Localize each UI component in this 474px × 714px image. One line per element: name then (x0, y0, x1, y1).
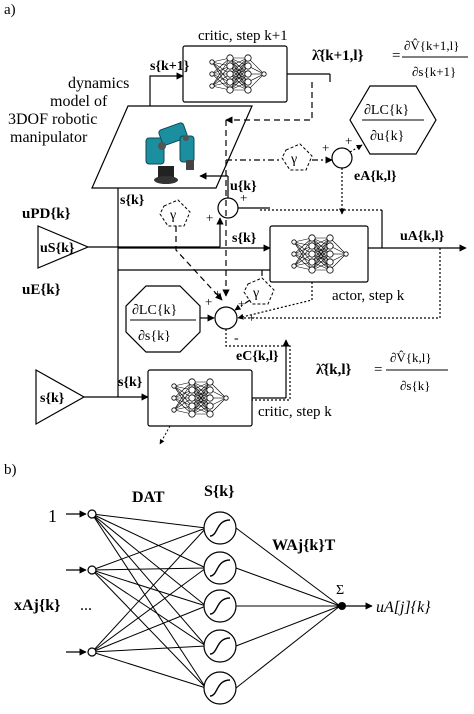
svg-text:=: = (374, 362, 382, 378)
lambda-top-den: ∂s{k+1} (412, 64, 456, 79)
sigmoid-node (203, 511, 237, 545)
s-k-label-1: s{k} (120, 193, 145, 208)
weights-out-label: WAj{k}T (272, 537, 336, 554)
svg-text:+: + (205, 294, 212, 309)
svg-text:γ: γ (290, 152, 297, 167)
sum-eC (214, 306, 238, 330)
s-k-label-3: s{k} (118, 375, 143, 390)
critic-top-block: critic, step k+1 (182, 28, 288, 103)
sigmoid-node (203, 629, 237, 663)
dL-du-num: ∂LC{k} (364, 103, 409, 118)
dL-du-den: ∂u{k} (370, 129, 404, 144)
s-k-triangle: s{k} (35, 368, 86, 426)
critic-top-title: critic, step k+1 (198, 28, 288, 44)
s-k-label-2: s{k} (232, 231, 257, 246)
input-vector-label: xAj{k} (14, 597, 60, 614)
sum-symbol: Σ (336, 583, 344, 598)
sigmoid-node (203, 551, 237, 585)
svg-text:γ: γ (252, 286, 259, 301)
svg-text:+: + (206, 210, 213, 225)
sigmoid-node (203, 589, 237, 623)
hidden-layer-label: S{k} (204, 483, 234, 500)
dynamics-line2: model of (50, 93, 108, 110)
svg-text:+: + (345, 133, 352, 148)
neural-network-detail (66, 509, 373, 705)
u-A-label: uA{k,l} (400, 229, 445, 244)
critic-bottom-block: critic, step k (147, 369, 332, 427)
input-node (87, 647, 97, 657)
dL-du-hexagon: ∂LC{k} ∂u{k} (349, 85, 437, 155)
input-node (87, 565, 97, 575)
sum-eA (331, 147, 353, 169)
lambda-bottom-den: ∂s{k} (400, 378, 430, 393)
sum-u (217, 197, 239, 219)
lambda-bottom-lhs: λ̂{k,l} (316, 362, 352, 378)
ellipsis-label: ... (80, 597, 92, 614)
svg-text:+: + (238, 296, 245, 311)
dL-ds-den: ∂s{k} (138, 329, 171, 344)
eC-label: eC{k,l} (236, 349, 279, 364)
gamma-left: γ (159, 199, 191, 227)
dL-ds-num: ∂LC{k} (132, 303, 177, 318)
lambda-top-num: ∂V̂{k+1,l} (404, 38, 460, 53)
svg-text:=: = (392, 48, 400, 64)
critic-bottom-title: critic, step k (258, 404, 332, 420)
input-node (87, 509, 97, 519)
svg-text:+: + (322, 140, 329, 155)
weights-in-label: DAT (132, 489, 165, 506)
part-a-label: a) (4, 2, 16, 18)
s-k-input-label: s{k} (40, 391, 65, 406)
output-sum-node (338, 602, 346, 610)
lambda-bottom-formula: λ̂{k,l} = ∂V̂{k,l} ∂s{k} (316, 350, 448, 393)
svg-text:+: + (214, 286, 221, 301)
u-S-label: uS{k} (40, 241, 75, 256)
bias-input-label: 1 (48, 506, 57, 526)
gamma-top: γ (281, 143, 313, 171)
sigmoid-node (203, 671, 237, 705)
robot-manipulator-icon (145, 122, 195, 184)
actor-title: actor, step k (332, 288, 405, 304)
dynamics-line1: dynamics (68, 75, 129, 92)
actor-block: actor, step k (269, 225, 405, 304)
dynamics-line3: 3DOF robotic (8, 111, 97, 128)
dL-ds-octagon: ∂LC{k} ∂s{k} (125, 285, 201, 353)
part-b-label: b) (4, 462, 17, 478)
u-PD-label: uPD{k} (22, 206, 71, 222)
svg-text:γ: γ (169, 208, 176, 223)
dynamics-line4: manipulator (10, 129, 88, 146)
dynamics-model-block: dynamics model of 3DOF robotic manipulat… (8, 75, 253, 189)
svg-text:+: + (240, 190, 247, 205)
u-k-label: u{k} (230, 179, 257, 194)
svg-text:-: - (234, 331, 239, 346)
gamma-right: γ (243, 277, 275, 305)
output-label: uA[j]{k} (376, 599, 431, 616)
lambda-bottom-num: ∂V̂{k,l} (390, 350, 432, 365)
svg-text:+: + (248, 310, 255, 325)
lambda-top-lhs: λ̂{k+1,l} (312, 48, 364, 64)
u-S-triangle: uS{k} (37, 225, 90, 269)
u-E-label: uE{k} (22, 282, 61, 298)
eA-label: eA{k,l} (354, 169, 397, 184)
s-k-plus-1-label: s{k+1} (150, 59, 190, 74)
lambda-top-formula: λ̂{k+1,l} = ∂V̂{k+1,l} ∂s{k+1} (312, 38, 468, 79)
